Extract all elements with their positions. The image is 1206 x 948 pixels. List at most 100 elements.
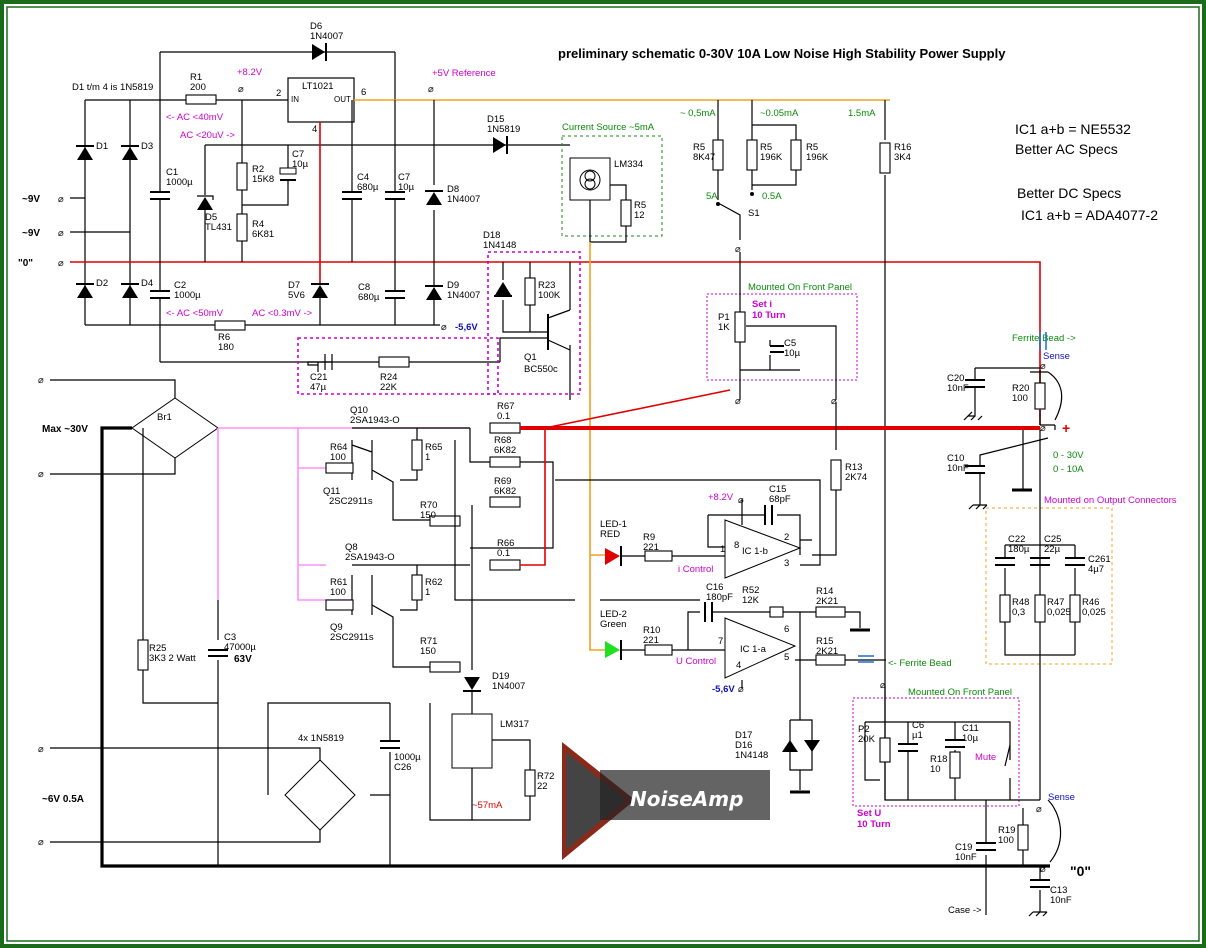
ic1b-label: IC 1-b xyxy=(742,546,768,557)
wire-sense-bottom xyxy=(985,799,1062,915)
svg-text:⌀: ⌀ xyxy=(38,744,44,755)
c19-value: 10nF xyxy=(955,852,977,863)
current-source-label: Current Source ~5mA xyxy=(562,122,655,133)
r15-value: 2K21 xyxy=(816,646,838,657)
lt1021-pin2: 2 xyxy=(276,88,281,99)
r2-value: 15K8 xyxy=(252,174,274,185)
q11-value: 2SC2911s xyxy=(329,496,373,507)
r25-label: R25 xyxy=(149,643,166,654)
d1-label: D1 xyxy=(96,141,108,152)
r20-label: R20 xyxy=(1012,383,1029,394)
svg-text:⌀: ⌀ xyxy=(58,258,64,269)
r72-label: R72 xyxy=(537,771,554,782)
c8-label: C8 xyxy=(358,282,370,293)
r25-value: 3K3 2 Watt xyxy=(149,653,196,664)
q9-label: Q9 xyxy=(330,622,343,633)
border-frame-inner xyxy=(6,6,1200,942)
resistor-r52 xyxy=(769,606,784,618)
c26-value: 1000µ xyxy=(394,752,421,763)
note-ac-2: Better AC Specs xyxy=(1015,141,1118,157)
d17-label: D17 xyxy=(735,730,752,741)
pot-p1[interactable] xyxy=(734,311,746,343)
label-8v2: +8.2V xyxy=(237,67,263,78)
ic1a-label: IC 1-a xyxy=(740,644,767,655)
resistor-r62 xyxy=(411,574,423,601)
terminal-9v-2: ~9V xyxy=(22,228,40,239)
c16-value: 180pF xyxy=(706,592,733,603)
diode-d18 xyxy=(495,282,511,295)
wire-d16-d17 xyxy=(789,719,813,790)
svg-text:1: 1 xyxy=(720,544,725,555)
r16-label: R16 xyxy=(894,142,911,153)
q11-label: Q11 xyxy=(323,486,340,497)
wire-pot-p2 xyxy=(864,685,1012,801)
p1-label: P1 xyxy=(718,312,730,323)
resistor-r5b xyxy=(712,139,724,171)
diode-d9 xyxy=(426,287,442,300)
r24-value: 22K xyxy=(380,382,398,393)
resistor-r72 xyxy=(524,769,536,797)
r5a-value: 12 xyxy=(634,210,645,221)
svg-text:⌀: ⌀ xyxy=(1040,361,1046,372)
r70-value: 150 xyxy=(420,510,436,521)
r69-value: 6K82 xyxy=(494,486,516,497)
diode-d16 xyxy=(804,740,820,752)
svg-text:⌀: ⌀ xyxy=(38,375,44,386)
label-i-control: i Control xyxy=(678,564,713,575)
r19-label: R19 xyxy=(998,825,1015,836)
c3-voltage: 63V xyxy=(234,654,252,665)
resistor-r4 xyxy=(236,213,248,242)
bridge-br1 xyxy=(131,397,219,459)
pot-p2[interactable] xyxy=(879,737,891,763)
resistor-r2 xyxy=(236,162,248,191)
r46-value: 0,025 xyxy=(1082,607,1106,618)
r6-label: R6 xyxy=(218,332,230,343)
case-label: Case -> xyxy=(948,905,982,916)
svg-text:2: 2 xyxy=(784,532,789,543)
q1-value: BC550c xyxy=(524,364,558,375)
c8-value: 680µ xyxy=(358,292,380,303)
r19-value: 100 xyxy=(998,835,1014,846)
c261-label: C261 xyxy=(1088,554,1111,565)
resistor-r10 xyxy=(644,644,673,656)
c15-value: 68pF xyxy=(769,494,791,505)
max-30v-label: Max ~30V xyxy=(42,424,88,435)
led1-value: RED xyxy=(600,529,620,540)
svg-text:⌀: ⌀ xyxy=(38,837,44,848)
c2-label: C2 xyxy=(174,280,186,291)
c11-label: C11 xyxy=(962,723,979,734)
r72-value: 22 xyxy=(537,781,548,792)
r48-label: R48 xyxy=(1012,597,1029,608)
led1-label: LED-1 xyxy=(600,519,627,530)
switch-s1[interactable] xyxy=(719,203,741,240)
diode-d8 xyxy=(426,192,442,205)
note-ac03mv: AC <0.3mV -> xyxy=(252,308,313,319)
switch-mute[interactable] xyxy=(1004,744,1011,767)
c22-label: C22 xyxy=(1008,534,1025,545)
r18-value: 10 xyxy=(930,764,941,775)
ic-lm317 xyxy=(451,713,493,769)
wire-6v-bridge xyxy=(50,702,391,866)
label-57ma: ~57mA xyxy=(472,800,503,811)
c20-label: C20 xyxy=(947,373,964,384)
resistor-r70 xyxy=(429,515,461,527)
d19-value: 1N4007 xyxy=(492,681,525,692)
r14-value: 2K21 xyxy=(816,596,838,607)
resistor-r5a xyxy=(620,199,632,227)
c16-label: C16 xyxy=(706,582,723,593)
r61-label: R61 xyxy=(330,577,347,588)
ten-turn-label-1: 10 Turn xyxy=(752,310,786,321)
resistor-r23 xyxy=(524,277,536,306)
mute-label: Mute xyxy=(975,752,996,763)
output-connectors-label: Mounted on Output Connectors xyxy=(1044,495,1177,506)
r10-value: 221 xyxy=(643,635,659,646)
br1-label: Br1 xyxy=(157,412,172,423)
d6-label: D6 xyxy=(310,21,322,32)
r24-label: R24 xyxy=(380,372,397,383)
set-u-label: Set U xyxy=(857,808,881,819)
set-u-box xyxy=(852,697,1020,807)
svg-text:⌀: ⌀ xyxy=(58,228,64,239)
note-dc-1: Better DC Specs xyxy=(1017,185,1121,201)
c25-label: C25 xyxy=(1044,534,1061,545)
